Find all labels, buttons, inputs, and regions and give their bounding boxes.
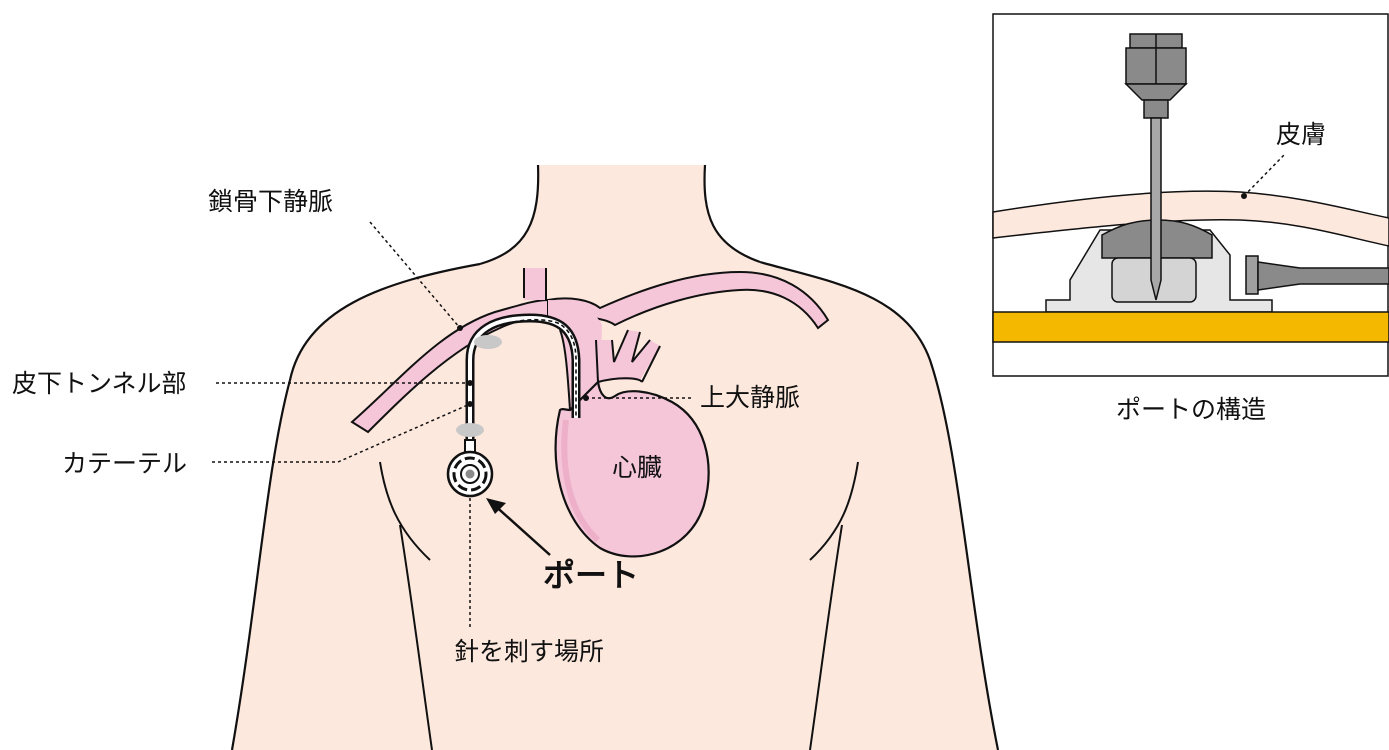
- catheter-clip-lower: [456, 423, 484, 437]
- label-catheter: カテーテル: [62, 449, 187, 478]
- label-heart: 心臓: [612, 453, 662, 482]
- label-needle-site: 針を刺す場所: [454, 637, 604, 666]
- port-structure-inset: 皮膚: [993, 14, 1389, 376]
- catheter-clip-upper: [474, 335, 502, 349]
- jugular-vein: [524, 268, 546, 300]
- port-device[interactable]: [448, 452, 492, 496]
- inset-outlet-collar: [1246, 256, 1258, 294]
- label-subclavian-vein: 鎖骨下静脈: [208, 187, 333, 216]
- label-superior-vena-cava: 上大静脈: [700, 383, 800, 412]
- label-port: ポート: [543, 556, 639, 594]
- inset-caption: ポートの構造: [1116, 395, 1266, 424]
- label-skin: 皮膚: [1276, 120, 1326, 149]
- inset-tissue-layer: [993, 312, 1389, 342]
- label-subcutaneous-tunnel: 皮下トンネル部: [12, 369, 187, 398]
